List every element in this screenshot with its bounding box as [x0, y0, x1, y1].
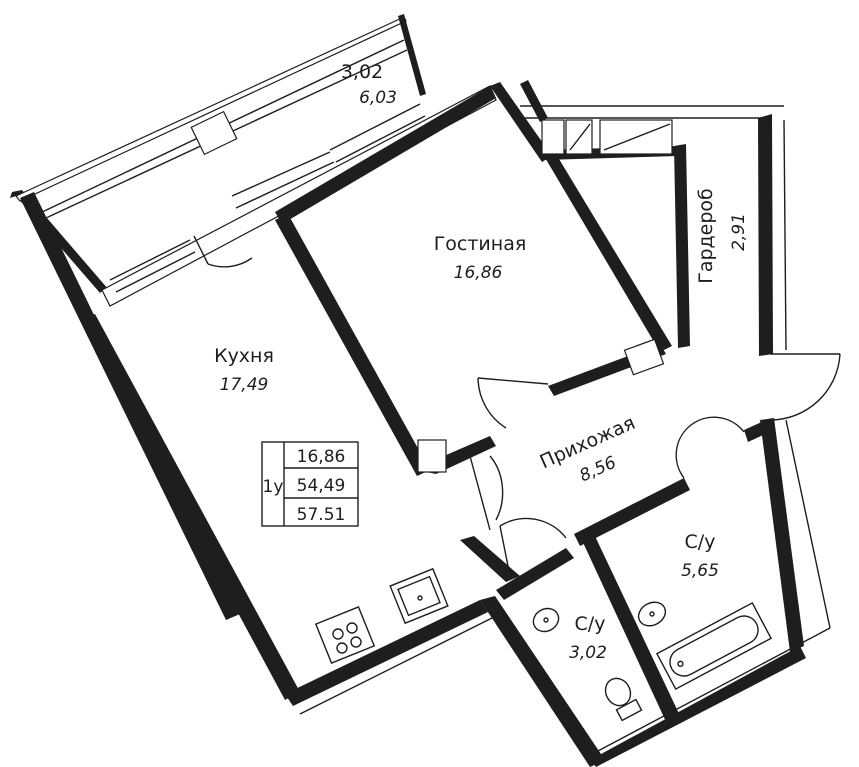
bath-large-area: 5,65	[681, 561, 719, 581]
burner-icon	[346, 622, 358, 634]
bathtub-icon	[655, 602, 773, 690]
shelf-1	[541, 119, 565, 155]
burner-icon	[350, 636, 362, 648]
hall-area: 8,56	[577, 453, 620, 487]
right-outer-wall-lower	[760, 418, 804, 652]
bath-large-top-wall-right	[744, 420, 770, 442]
living-column	[417, 439, 447, 473]
bath-small-label: С/у	[575, 613, 606, 635]
kitchen-label: Кухня	[214, 345, 274, 367]
area-summary: 1у 16,86 54,49 57.51	[261, 441, 359, 527]
stove-icon	[314, 606, 376, 664]
balcony-side-wall-right	[398, 14, 426, 96]
living-room: Гостиная 16,86	[275, 86, 672, 476]
living-area: 16,86	[454, 263, 503, 283]
living-column-right	[623, 338, 665, 376]
living-area-value: 16,86	[297, 447, 346, 467]
kitchen-sink-icon	[389, 567, 449, 625]
bath-small-door	[499, 517, 567, 539]
bath-bottom-wall	[590, 646, 806, 767]
kitchen-door	[469, 455, 504, 531]
bath-large-label: С/у	[685, 531, 716, 553]
top-right-wall	[490, 82, 552, 162]
total-area-value: 54,49	[297, 476, 346, 496]
shelf-2	[565, 119, 593, 155]
toilet-icon	[604, 677, 643, 722]
washbasin-icon	[532, 607, 560, 633]
hallway: Прихожая 8,56	[537, 412, 639, 486]
entrance-door	[769, 353, 841, 421]
outer-walls	[20, 80, 831, 767]
bath-outer-bottom-wall	[480, 596, 605, 767]
bath-divider-wall	[580, 534, 682, 726]
washbasin-icon	[637, 601, 667, 627]
balcony-label: 3,02	[341, 61, 383, 83]
wardrobe-left-wall	[674, 144, 690, 348]
balcony-area: 6,03	[359, 88, 397, 108]
bath-small-top-wall	[496, 548, 574, 600]
bathroom-large: С/у 5,65	[574, 416, 773, 726]
total-with-balcony-value: 57.51	[297, 505, 346, 525]
wardrobe-label: Гардероб	[695, 188, 717, 284]
living-left-wall	[275, 214, 430, 476]
burner-icon	[332, 628, 344, 640]
right-outer-wall	[758, 114, 773, 356]
summary-frame	[261, 441, 359, 527]
balcony-railing-left	[15, 16, 407, 202]
burner-icon	[336, 642, 348, 654]
living-door	[477, 377, 549, 429]
balcony-column	[190, 110, 238, 156]
kitchen-inner-wall	[460, 536, 520, 582]
living-right-wall	[544, 154, 672, 352]
bath-large-door	[675, 416, 745, 479]
bathroom-small: С/у 3,02	[496, 517, 643, 722]
kitchen-bottom-wall	[285, 600, 488, 706]
bath-large-top-wall	[574, 478, 690, 546]
top-right-outer-wall	[520, 80, 548, 122]
living-label: Гостиная	[434, 233, 527, 255]
apartment-type: 1у	[263, 477, 284, 497]
living-top-wall	[275, 86, 496, 224]
left-outer-wall-hatched	[20, 192, 240, 620]
balcony-door	[193, 235, 253, 268]
bath-small-area: 3,02	[569, 643, 607, 663]
balcony: 3,02 6,03	[10, 14, 497, 307]
wardrobe-area: 2,91	[729, 213, 749, 251]
wardrobe: Гардероб 2,91	[541, 119, 749, 348]
kitchen-area: 17,49	[220, 375, 269, 395]
kitchen: Кухня 17,49	[214, 345, 520, 664]
